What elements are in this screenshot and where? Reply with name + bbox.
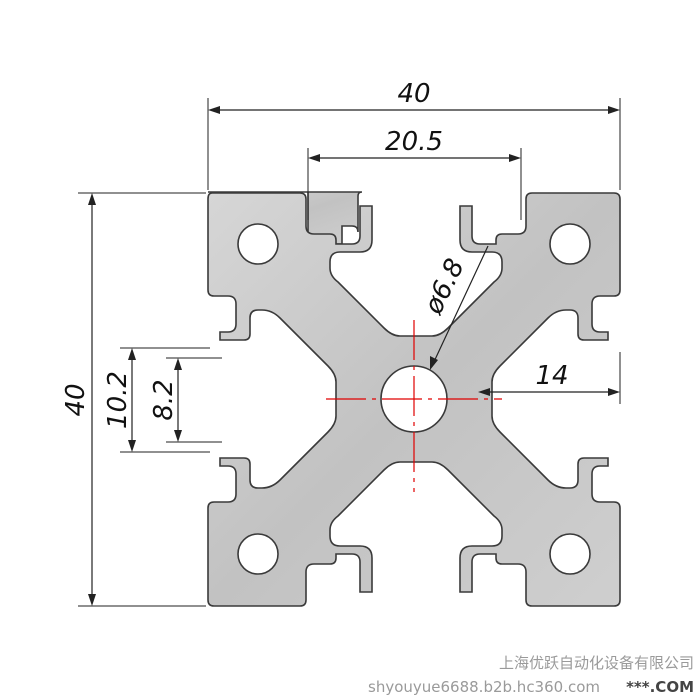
corner-hole-top-left	[237, 223, 279, 265]
dim-overall-width: 40	[207, 79, 621, 190]
dim-slot-opening-outer-label: 10.2	[103, 371, 133, 429]
dim-slot-width: 20.5	[307, 127, 522, 220]
dim-center-offset-label: 14	[535, 361, 568, 391]
dim-center-hole-diameter-label: ø6.8	[418, 254, 471, 320]
corner-hole-bottom-left	[237, 533, 279, 575]
centerlines	[326, 320, 502, 492]
watermark: 上海优跃自动化设备有限公司 shyouyue6688.b2b.hc360.com…	[368, 654, 694, 696]
dim-slot-width-label: 20.5	[385, 127, 443, 157]
dim-overall-height-label: 40	[61, 383, 91, 416]
dim-slot-opening-inner-label: 8.2	[149, 379, 179, 420]
corner-hole-bottom-right	[549, 533, 591, 575]
dim-center-offset: 14	[478, 352, 621, 404]
dim-overall-height: 40	[61, 192, 206, 607]
corner-hole-top-right	[549, 223, 591, 265]
watermark-url: shyouyue6688.b2b.hc360.com	[368, 678, 600, 696]
watermark-brand: ***.COM	[626, 678, 694, 696]
dim-slot-opening: 10.2 8.2	[103, 347, 222, 453]
dim-overall-width-label: 40	[397, 79, 430, 109]
watermark-company: 上海优跃自动化设备有限公司	[499, 654, 694, 672]
